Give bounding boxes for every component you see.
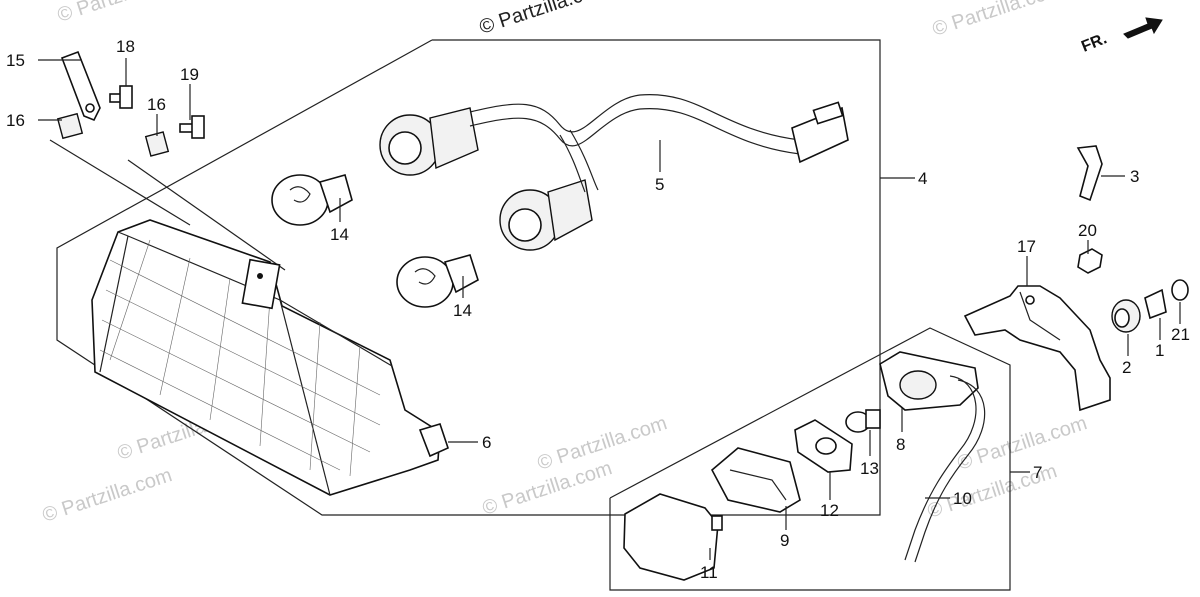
screw-18 [109, 85, 133, 109]
callout-16-right[interactable]: 16 [147, 95, 166, 114]
bulb-lower [396, 254, 479, 308]
callout-10[interactable]: 10 [953, 489, 972, 508]
leader-lines [38, 58, 1181, 560]
license-plate-bracket [963, 285, 1111, 412]
grommet-washer-bolt [1111, 279, 1189, 333]
assembly-outlines [49, 39, 1011, 591]
front-direction-indicator: FR. [1079, 17, 1163, 56]
watermark: © Partzilla.com [55, 0, 190, 27]
callout-15[interactable]: 15 [6, 51, 25, 70]
callout-5[interactable]: 5 [655, 175, 664, 194]
clip-nut-left [56, 112, 84, 140]
callout-16-left[interactable]: 16 [6, 111, 25, 130]
callout-11[interactable]: 11 [700, 563, 718, 582]
callout-21[interactable]: 21 [1171, 325, 1190, 344]
callout-8[interactable]: 8 [896, 435, 905, 454]
callout-19[interactable]: 19 [180, 65, 199, 84]
callout-12[interactable]: 12 [820, 501, 839, 520]
tail-light-assembly-outline [56, 39, 881, 516]
arrow-right-icon [1123, 17, 1163, 39]
leader-dash [127, 159, 286, 271]
bulb-upper [271, 174, 353, 226]
callout-labels: 1 2 3 4 5 6 7 8 9 10 11 12 13 14 14 15 1… [6, 37, 1190, 582]
rear-bracket [1076, 145, 1103, 274]
callout-6[interactable]: 6 [482, 433, 491, 452]
callout-7[interactable]: 7 [1033, 463, 1042, 482]
callout-18[interactable]: 18 [116, 37, 135, 56]
license-light-base [879, 351, 986, 563]
tail-light-lens [91, 219, 449, 496]
callout-4[interactable]: 4 [918, 169, 927, 188]
license-light-assembly-outline [609, 327, 1011, 591]
cover-11 [623, 493, 723, 581]
callout-1[interactable]: 1 [1155, 341, 1164, 360]
watermark: © Partzilla.com [930, 0, 1065, 41]
callout-14-upper[interactable]: 14 [330, 225, 349, 244]
socket-wire-harness [379, 93, 849, 251]
leader-dash [49, 139, 191, 226]
watermark: © Partzilla.com [40, 464, 175, 527]
bulb-13 [845, 409, 881, 433]
front-direction-label: FR. [1079, 30, 1109, 55]
clip-nut-right [144, 131, 170, 157]
callout-3[interactable]: 3 [1130, 167, 1139, 186]
gasket-12 [794, 419, 853, 473]
watermark-top: © Partzilla.com [477, 0, 612, 39]
stay-bracket [60, 50, 101, 122]
callout-9[interactable]: 9 [780, 531, 789, 550]
callout-20[interactable]: 20 [1078, 221, 1097, 240]
callout-13[interactable]: 13 [860, 459, 879, 478]
callout-14-lower[interactable]: 14 [453, 301, 472, 320]
screw-19 [179, 115, 205, 139]
callout-2[interactable]: 2 [1122, 358, 1131, 377]
callout-17[interactable]: 17 [1017, 237, 1036, 256]
lens-9 [710, 447, 801, 513]
